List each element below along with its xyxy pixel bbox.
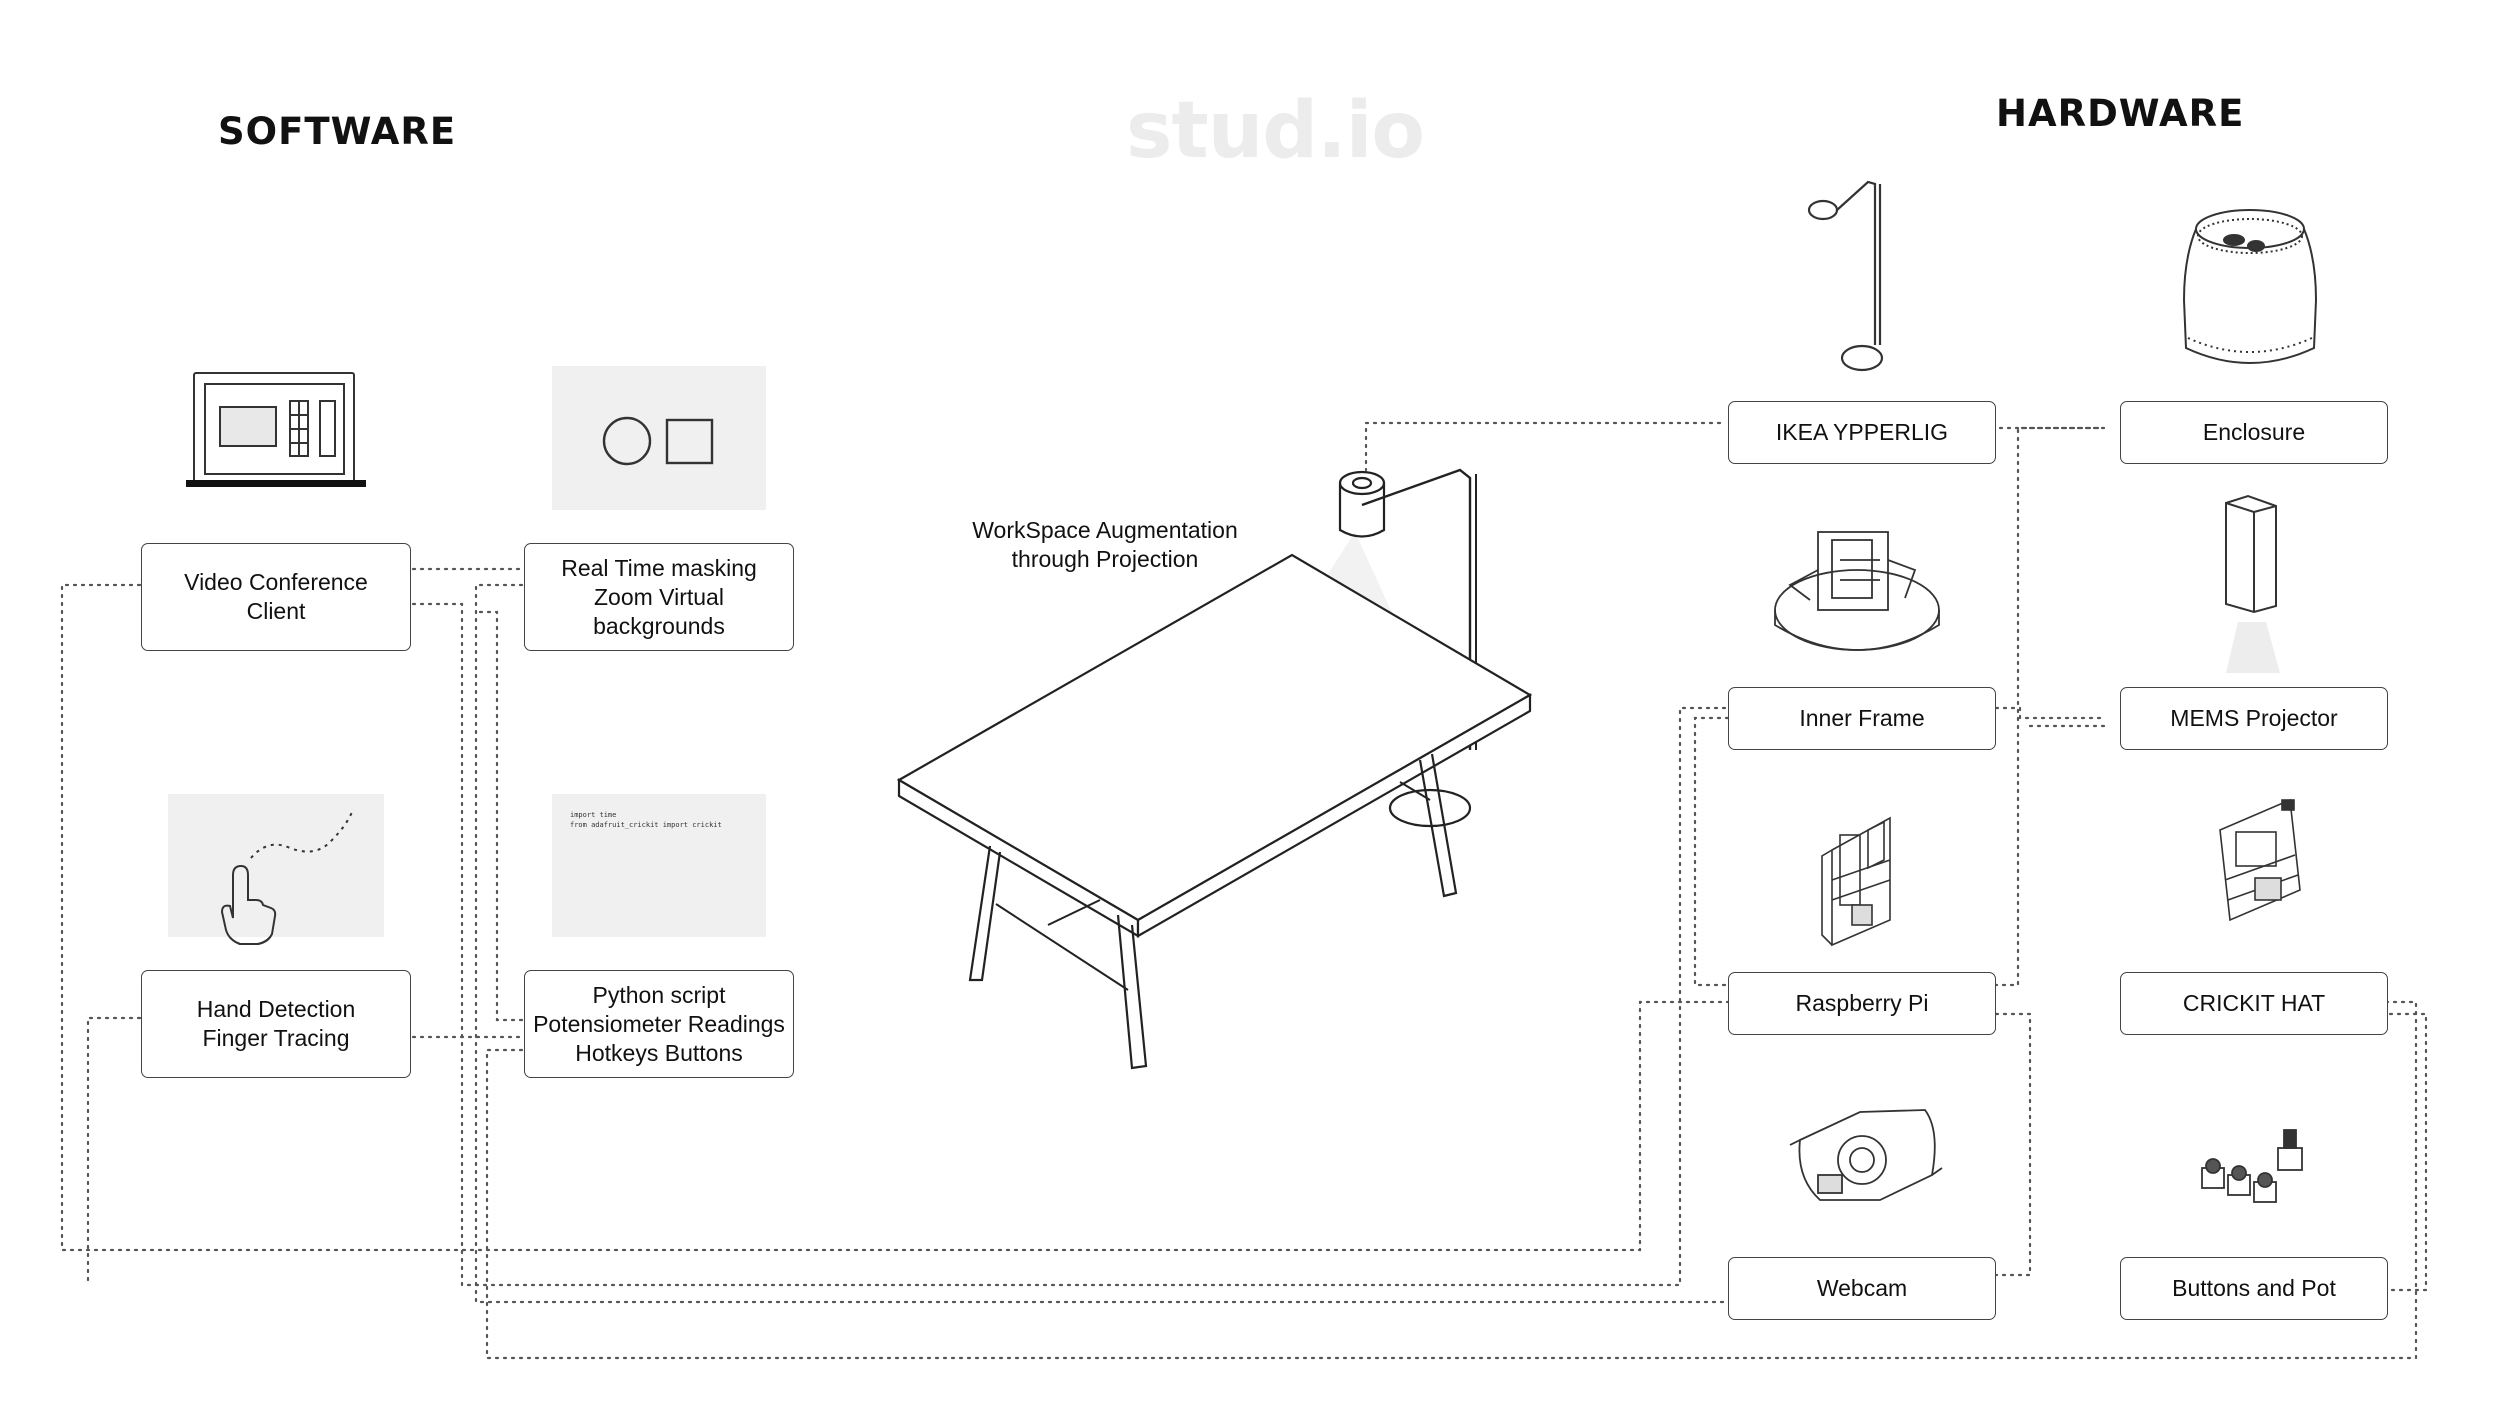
lamp-arm [1361, 468, 1472, 750]
inner-frame-icon [1774, 531, 1940, 651]
table-illustration [896, 468, 1533, 1070]
table-leg-back [1418, 753, 1458, 898]
enclosure-label: Enclosure [2202, 419, 2306, 445]
table-leg-front-right [1116, 914, 1148, 1070]
realtime-masking-label: Real Time masking Zoom Virtual backgroun… [561, 554, 757, 639]
raspberry-pi-icon [1821, 816, 1891, 947]
brand-watermark: stud.io [1125, 86, 1425, 176]
connector-rpi-webcam [1994, 1012, 2032, 1277]
connector-masking-left [474, 583, 1730, 1304]
webcam-icon [1789, 1109, 1943, 1201]
code-panel [552, 794, 766, 937]
connector-inner-left [1693, 716, 1730, 987]
lamp-head [1338, 470, 1386, 496]
connector-enclosure-down [1994, 426, 2106, 987]
connector-python-to-masking [474, 610, 524, 1022]
ikea-lamp-icon [1807, 180, 1884, 372]
mems-projector-icon [2225, 494, 2280, 673]
masking-illustration-panel [552, 366, 766, 510]
connector-ikea-to-lamp [1364, 421, 1722, 472]
crickit-hat-icon [2219, 798, 2301, 922]
inner-frame-box: Inner Frame [1728, 687, 1996, 750]
webcam-box: Webcam [1728, 1257, 1996, 1320]
mems-projector-box: MEMS Projector [2120, 687, 2388, 750]
hardware-heading: HARDWARE [1996, 92, 2245, 135]
raspberry-pi-box: Raspberry Pi [1728, 972, 1996, 1035]
connector-hand-loop [86, 1016, 142, 1287]
inner-frame-label: Inner Frame [1799, 705, 1925, 731]
connector-inner-mems [1994, 706, 2106, 720]
connector-python-left [485, 1000, 2418, 1360]
workspace-caption: WorkSpace Augmentation through Projectio… [972, 517, 1238, 572]
buttons-pot-icon [2201, 1129, 2303, 1203]
connector-video-loop [60, 583, 1730, 1252]
raspberry-pi-label: Raspberry Pi [1795, 990, 1929, 1016]
ikea-ypperlig-box: IKEA YPPERLIG [1728, 401, 1996, 464]
video-conference-box: Video Conference Client [141, 543, 411, 651]
enclosure-icon [2182, 209, 2318, 364]
video-conference-label: Video Conference Client [184, 569, 368, 624]
crickit-hat-label: CRICKIT HAT [2182, 990, 2326, 1016]
buttons-pot-label: Buttons and Pot [2172, 1275, 2336, 1301]
ikea-ypperlig-label: IKEA YPPERLIG [1775, 419, 1949, 445]
hand-detection-label: Hand Detection Finger Tracing [196, 996, 356, 1051]
laptop-icon [186, 372, 366, 487]
realtime-masking-box: Real Time masking Zoom Virtual backgroun… [524, 543, 794, 651]
connector-video-right [411, 602, 1730, 1287]
mems-projector-label: MEMS Projector [2170, 705, 2338, 731]
hand-detection-box: Hand Detection Finger Tracing [141, 970, 411, 1078]
enclosure-box: Enclosure [2120, 401, 2388, 464]
buttons-pot-box: Buttons and Pot [2120, 1257, 2388, 1320]
python-script-label: Python script Potensiometer Readings Hot… [533, 981, 785, 1066]
python-script-box: Python script Potensiometer Readings Hot… [524, 970, 794, 1078]
table-top [896, 553, 1533, 922]
connectors [60, 421, 2428, 1360]
table-leg-front-left [968, 845, 1002, 982]
hand-tracking-panel [168, 794, 384, 937]
crickit-hat-box: CRICKIT HAT [2120, 972, 2388, 1035]
connector-buttons-crickit [2374, 1012, 2428, 1292]
software-heading: SOFTWARE [218, 110, 457, 153]
webcam-label: Webcam [1816, 1275, 1908, 1301]
code-snippet: import time from adafruit_crickit import… [570, 811, 722, 829]
